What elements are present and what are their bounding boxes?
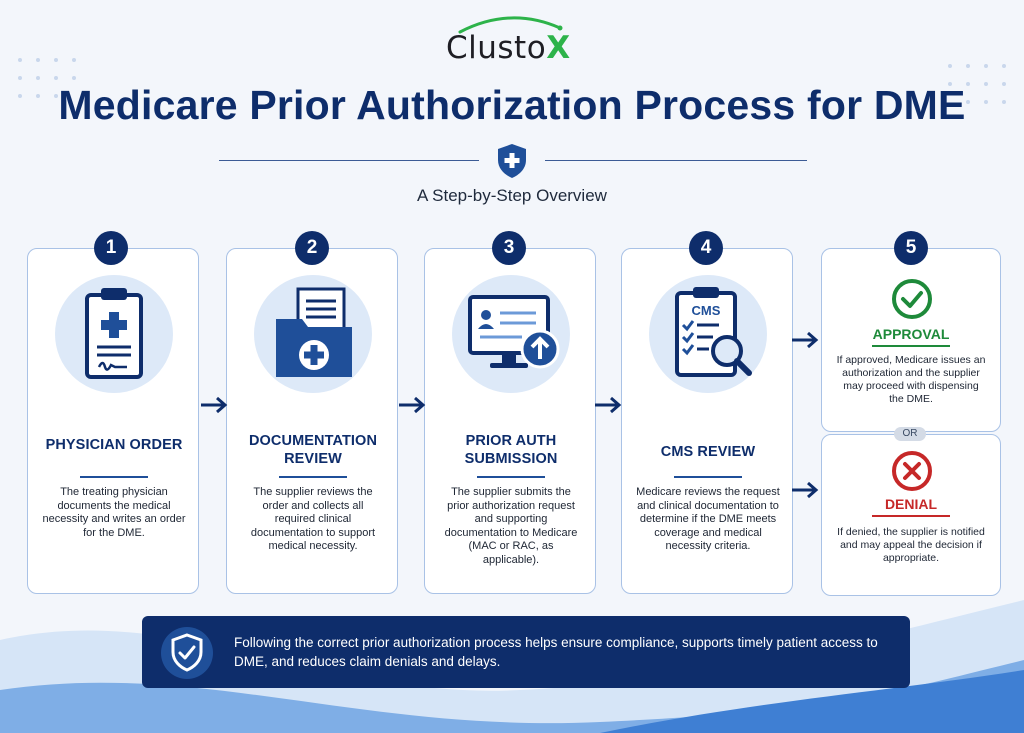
step-1-title: PHYSICIAN ORDER: [45, 437, 183, 453]
footer-banner: Following the correct prior authorizatio…: [142, 616, 910, 688]
logo-arc-icon: [458, 16, 563, 34]
shield-check-icon: [161, 627, 213, 679]
brand-logo: ClustoX: [440, 12, 590, 66]
arrow-right-icon: [399, 396, 426, 414]
divider-right: [545, 160, 807, 161]
denial-description: If denied, the supplier is notified and …: [837, 526, 985, 564]
arrow-right-icon: [792, 331, 819, 349]
cms-icon-label: CMS: [692, 303, 721, 318]
approval-title: APPROVAL: [872, 326, 950, 342]
logo-x-mark: X: [546, 30, 571, 66]
clipboard-medical-icon: [85, 288, 143, 379]
logo-text: ClustoX: [446, 30, 571, 66]
step-1-rule: [80, 476, 148, 478]
divider-left: [219, 160, 479, 161]
step-4-badge: 4: [689, 231, 723, 265]
step-4-card: CMS CMS REVIEW Medicare reviews the requ…: [621, 248, 793, 594]
arrow-right-icon: [595, 396, 622, 414]
step-1-card: PHYSICIAN ORDER The treating physician d…: [27, 248, 199, 594]
page-subtitle: A Step-by-Step Overview: [417, 186, 607, 205]
step-1-badge: 1: [94, 231, 128, 265]
x-circle-icon: [892, 451, 932, 491]
step-2-title: DOCUMENTATION REVIEW: [248, 433, 378, 467]
step-3-rule: [477, 476, 545, 478]
step-4-rule: [674, 476, 742, 478]
step-2-badge: 2: [295, 231, 329, 265]
approval-card: APPROVAL If approved, Medicare issues an…: [821, 248, 1001, 432]
denial-card: DENIAL If denied, the supplier is notifi…: [821, 434, 1001, 596]
approval-rule: [872, 345, 950, 347]
step-5-badge: 5: [894, 231, 928, 265]
approval-description: If approved, Medicare issues an authoriz…: [836, 354, 986, 405]
arrow-right-icon: [792, 481, 819, 499]
monitor-upload-icon: [468, 295, 560, 369]
arrow-right-icon: [201, 396, 228, 414]
step-3-description: The supplier submits the prior authoriza…: [444, 486, 578, 566]
step-3-card: PRIOR AUTH SUBMISSION The supplier submi…: [424, 248, 596, 594]
step-4-title: CMS REVIEW: [660, 444, 756, 460]
folder-medical-icon: [276, 287, 352, 377]
step-4-description: Medicare reviews the request and clinica…: [636, 486, 780, 552]
step-1-description: The treating physician documents the med…: [42, 486, 186, 539]
shield-plus-icon: [498, 144, 526, 178]
denial-title: DENIAL: [884, 496, 938, 512]
or-label: OR: [894, 427, 926, 441]
step-2-rule: [279, 476, 347, 478]
denial-rule: [872, 515, 950, 517]
step-2-card: DOCUMENTATION REVIEW The supplier review…: [226, 248, 398, 594]
page-title: Medicare Prior Authorization Process for…: [58, 82, 966, 128]
footer-text: Following the correct prior authorizatio…: [234, 635, 878, 669]
step-2-description: The supplier reviews the order and colle…: [250, 486, 376, 552]
step-3-title: PRIOR AUTH SUBMISSION: [464, 433, 558, 467]
check-circle-icon: [892, 279, 932, 319]
step-3-badge: 3: [492, 231, 526, 265]
clipboard-magnifier-icon: CMS: [675, 287, 752, 377]
